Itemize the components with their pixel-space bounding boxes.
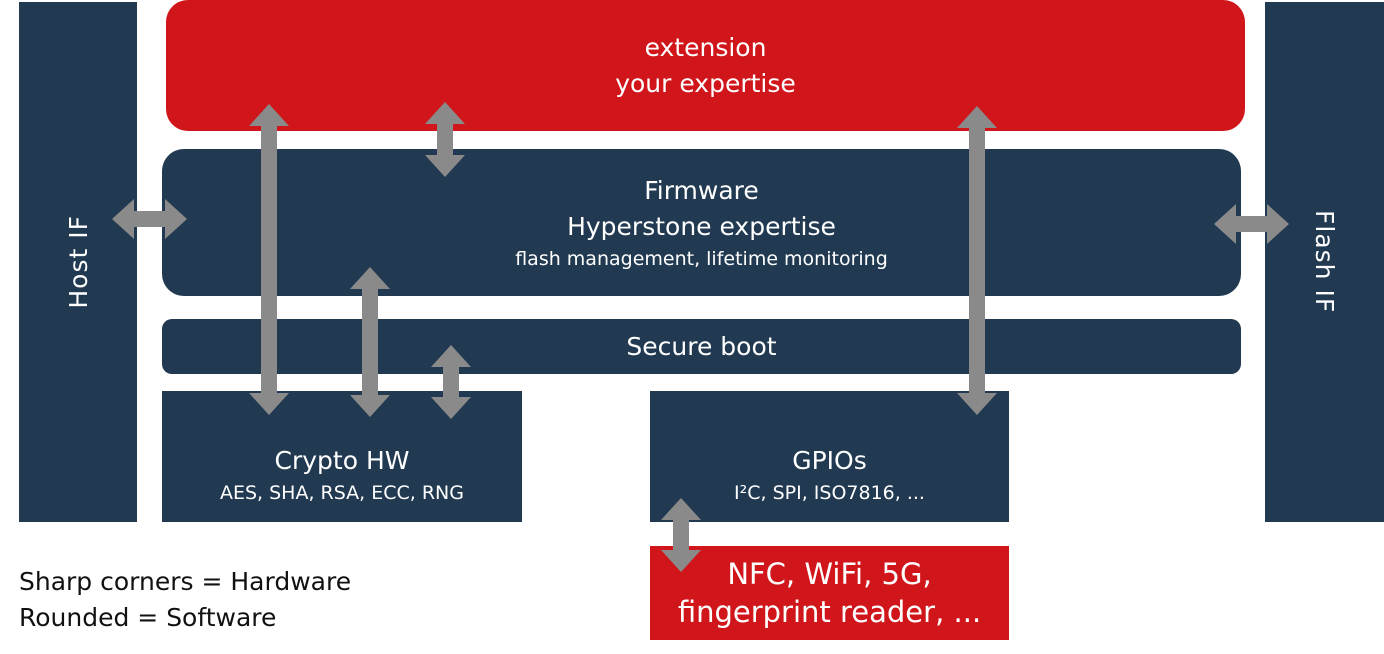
crypto-hw-block: Crypto HW AES, SHA, RSA, ECC, RNG: [162, 391, 522, 522]
extension-block: extension your expertise: [166, 0, 1245, 131]
arrow-secureboot-crypto: [431, 345, 471, 419]
secure-boot-label: Secure boot: [626, 331, 777, 361]
gpios-title: GPIOs: [792, 445, 867, 475]
extension-subtitle: your expertise: [615, 68, 796, 98]
arrow-extension-firmware: [425, 102, 465, 177]
arrow-gpios-peripherals: [661, 498, 701, 572]
arrow-extension-gpios: [957, 106, 997, 415]
legend-hardware: Sharp corners = Hardware: [19, 567, 352, 596]
arrow-firmware-flash: [1214, 204, 1289, 244]
firmware-subtitle: Hyperstone expertise: [567, 211, 836, 241]
firmware-title: Firmware: [644, 175, 759, 205]
firmware-block: Firmware Hyperstone expertise flash mana…: [162, 149, 1241, 296]
gpios-block: GPIOs I²C, SPI, ISO7816, ...: [650, 391, 1009, 522]
extension-title: extension: [644, 32, 767, 62]
arrow-firmware-crypto: [350, 267, 390, 417]
host-if-block: Host IF: [19, 2, 137, 522]
secure-boot-block: Secure boot: [162, 319, 1241, 374]
gpios-subtitle: I²C, SPI, ISO7816, ...: [734, 481, 925, 504]
legend: Sharp corners = Hardware Rounded = Softw…: [19, 564, 351, 636]
crypto-hw-subtitle: AES, SHA, RSA, ECC, RNG: [219, 481, 464, 504]
arrow-extension-crypto: [249, 104, 289, 415]
crypto-hw-title: Crypto HW: [274, 445, 410, 475]
peripherals-line1: NFC, WiFi, 5G,: [727, 557, 932, 591]
flash-if-block: Flash IF: [1265, 2, 1384, 522]
arrow-host-firmware: [112, 199, 187, 239]
legend-software: Rounded = Software: [19, 603, 277, 632]
peripherals-line2: fingerprint reader, ...: [677, 595, 982, 629]
flash-if-label: Flash IF: [1310, 210, 1339, 314]
peripherals-block: NFC, WiFi, 5G, fingerprint reader, ...: [650, 546, 1009, 640]
firmware-description: flash management, lifetime monitoring: [515, 247, 888, 270]
